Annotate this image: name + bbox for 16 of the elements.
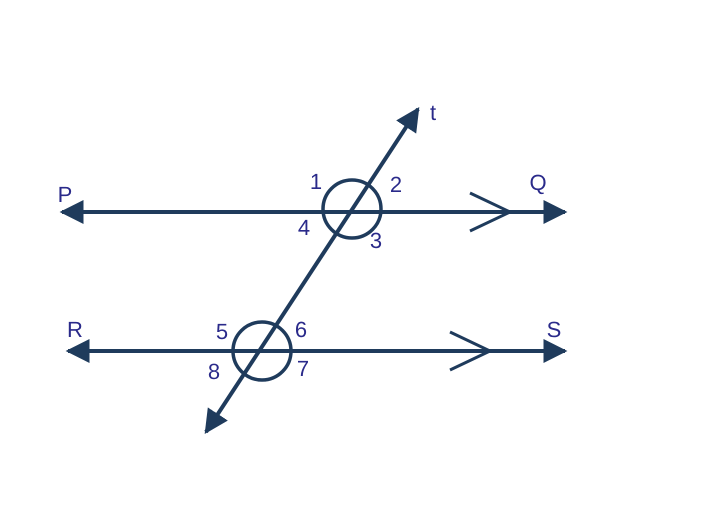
angle-number: 7 [296, 358, 310, 380]
line-label: t [430, 102, 436, 124]
transversal-line [204, 107, 420, 434]
angle-number: 8 [208, 361, 220, 383]
line-label: R [67, 319, 83, 341]
line-label: Q [529, 172, 547, 194]
angle-number: 6 [294, 319, 308, 341]
line-label: P [58, 184, 72, 206]
line-with-arrows [66, 339, 568, 363]
line-label: S [546, 319, 562, 341]
angle-number: 5 [216, 321, 228, 343]
angle-number: 1 [310, 171, 322, 193]
angle-number: 4 [298, 217, 310, 239]
angle-number: 2 [390, 174, 402, 196]
angle-number: 3 [370, 230, 382, 252]
line-with-arrows [60, 200, 568, 224]
